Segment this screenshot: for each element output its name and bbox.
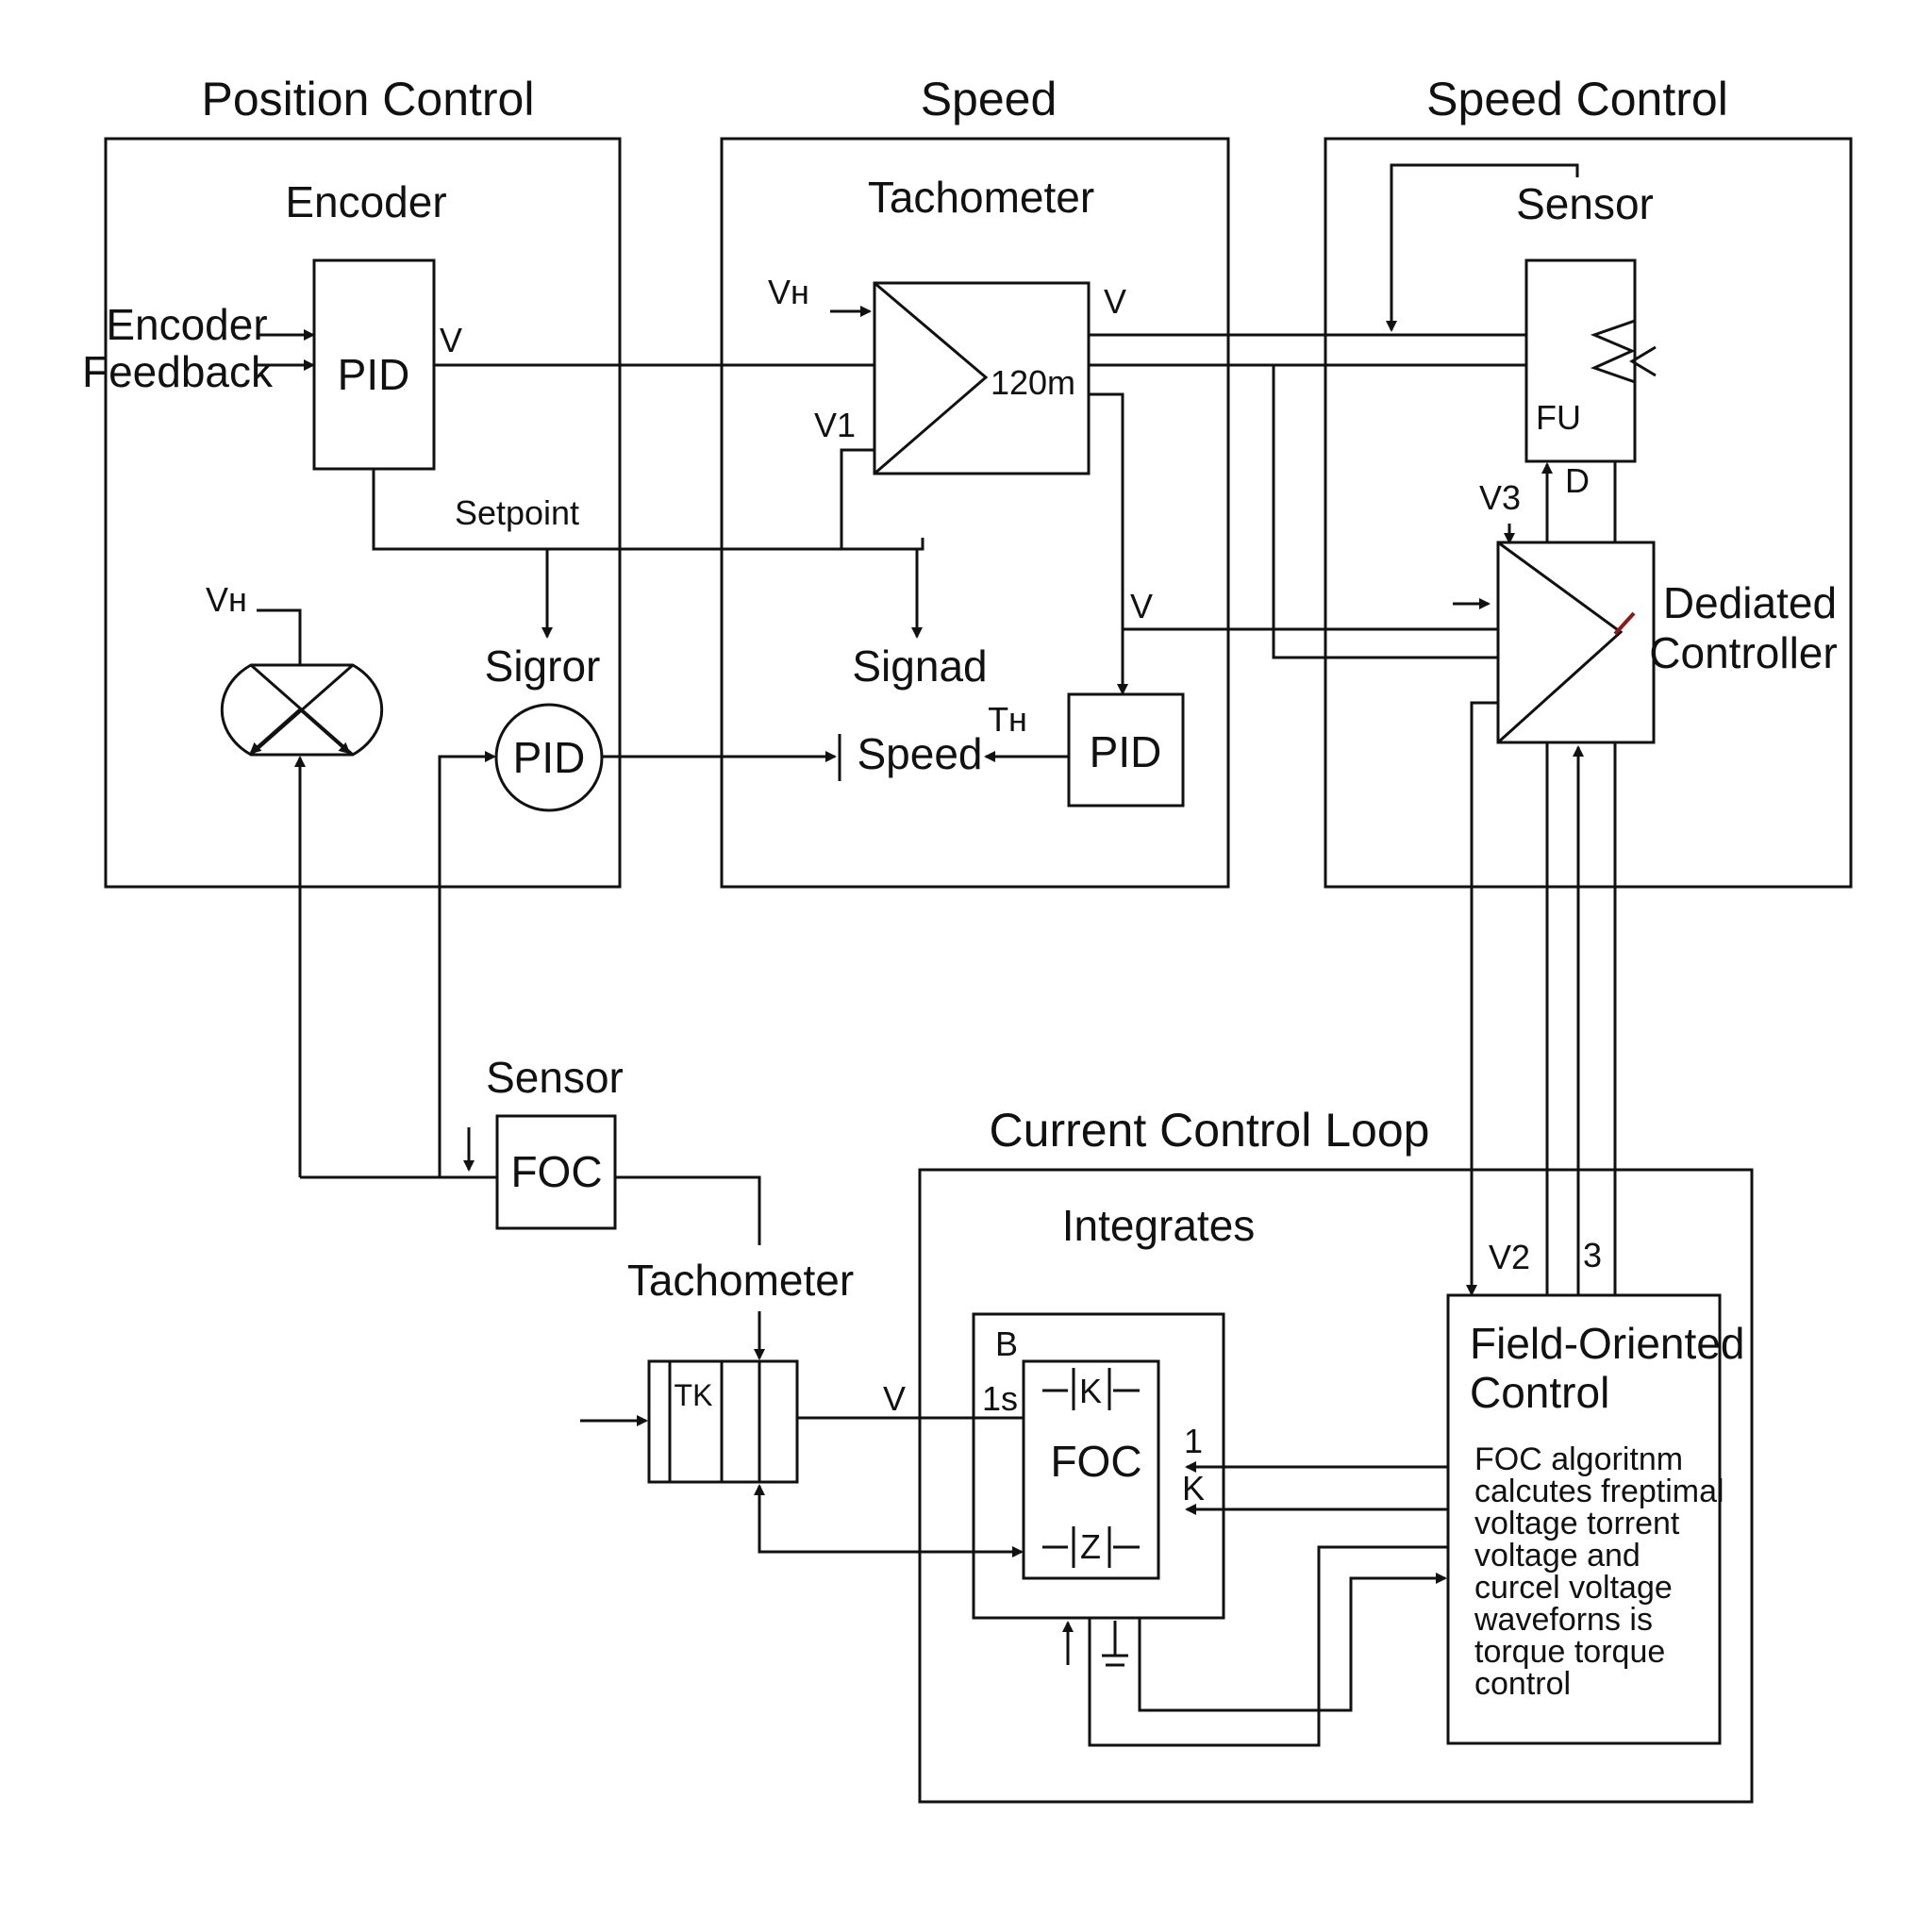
dedicated-controller-block bbox=[1496, 541, 1656, 744]
sensor-loop-wire bbox=[1386, 163, 1579, 332]
sigror-label: Sigror bbox=[485, 641, 601, 691]
inner-foc-block bbox=[1022, 1359, 1160, 1580]
main-bus-wire bbox=[1272, 365, 1498, 659]
amplifier-label: 120m bbox=[991, 363, 1075, 402]
v2-label: V2 bbox=[1489, 1238, 1530, 1276]
amplifier-block bbox=[873, 281, 1091, 475]
field-oriented-control-block bbox=[1446, 1293, 1722, 1745]
integrator-loop-wire-2 bbox=[1138, 1573, 1447, 1712]
speed-pid-label: PID bbox=[1090, 727, 1162, 776]
foc-desc-3: voltage torrent bbox=[1474, 1506, 1680, 1541]
tk-v-label: V bbox=[883, 1379, 906, 1418]
pid-circle-label: PID bbox=[513, 733, 586, 782]
inner-foc-top-symbol: K bbox=[1079, 1372, 1102, 1410]
encoder-feedback-label-1: Encoder bbox=[106, 300, 267, 349]
foc-desc-2: calcutes freptimal bbox=[1474, 1474, 1724, 1509]
amplifier-v-label: V bbox=[1104, 282, 1126, 321]
dedicated-label-1: Dediated bbox=[1663, 578, 1837, 627]
speed-v1-label: V1 bbox=[814, 406, 856, 444]
amplifier-triangle bbox=[874, 281, 989, 475]
foc-desc-4: voltage and bbox=[1474, 1538, 1641, 1574]
mixer-arrow-right bbox=[299, 708, 351, 755]
position-control-title: Position Control bbox=[202, 73, 535, 125]
speed-title: Speed bbox=[921, 73, 1058, 125]
current-control-loop-title: Current Control Loop bbox=[990, 1104, 1430, 1157]
fu-resistor-arrow bbox=[1629, 345, 1657, 377]
pid-circle-input-wire bbox=[438, 751, 496, 1177]
encoder-feedback-label-2: Feedback bbox=[82, 347, 274, 396]
k-label: K bbox=[1182, 1469, 1205, 1507]
encoder-label: Encoder bbox=[285, 177, 446, 226]
inner-foc-label: FOC bbox=[1050, 1437, 1141, 1486]
speed-control-frame bbox=[1324, 137, 1853, 889]
foc-desc-7: torque torque bbox=[1474, 1634, 1665, 1670]
vh-label: Vн bbox=[206, 580, 247, 619]
setpoint-wire bbox=[372, 469, 924, 551]
position-control-frame bbox=[104, 137, 622, 889]
amplifier-down-v-label: V bbox=[1130, 587, 1153, 625]
inner-foc-z-label: Z bbox=[1080, 1527, 1101, 1566]
dedicated-controller-red-mark bbox=[1613, 611, 1636, 636]
speed-label: Speed bbox=[857, 729, 982, 778]
amplifier-down-wire bbox=[1089, 392, 1128, 695]
lower-foc-block bbox=[495, 1114, 617, 1230]
integrates-label: Integrates bbox=[1062, 1201, 1256, 1250]
dedicated-controller-triangle bbox=[1496, 541, 1624, 744]
foc-desc-1: FOC algoritnm bbox=[1474, 1441, 1683, 1477]
v1-wire bbox=[840, 448, 874, 549]
one-s-label: 1s bbox=[982, 1379, 1018, 1418]
position-pid-v-label: V bbox=[440, 321, 462, 359]
tk-feedback-wire bbox=[758, 1486, 1024, 1557]
speed-control-sensor-label: Sensor bbox=[1516, 179, 1654, 228]
lower-foc-label: FOC bbox=[510, 1147, 602, 1196]
integrator-loop-wire-1 bbox=[1088, 1545, 1448, 1747]
signad-label: Signad bbox=[852, 641, 987, 691]
fu-label: FU bbox=[1536, 398, 1581, 437]
one-label: 1 bbox=[1184, 1422, 1203, 1460]
mixer-arrow-left bbox=[249, 708, 301, 755]
vh-wire bbox=[257, 608, 302, 665]
lower-sensor-label: Sensor bbox=[486, 1053, 624, 1102]
v3-label: V3 bbox=[1479, 478, 1521, 517]
foc-title-1: Field-Oriented bbox=[1470, 1319, 1744, 1368]
speed-frame bbox=[720, 137, 1230, 889]
lower-foc-output-wire bbox=[615, 1175, 761, 1245]
foc-desc-5: curcel voltage bbox=[1474, 1570, 1673, 1606]
speed-pid-block bbox=[1067, 692, 1185, 808]
speed-control-title: Speed Control bbox=[1426, 73, 1728, 125]
lower-tachometer-label: Tachometer bbox=[627, 1256, 854, 1305]
controller-to-foc-wire-v2 bbox=[1466, 701, 1498, 1296]
tk-label: TK bbox=[675, 1378, 713, 1412]
b-label: B bbox=[995, 1324, 1018, 1363]
d-label: D bbox=[1565, 461, 1590, 500]
current-control-loop-frame bbox=[918, 1168, 1754, 1804]
foc-desc-6: waveforns is bbox=[1474, 1602, 1653, 1638]
foc-title-2: Control bbox=[1470, 1368, 1609, 1417]
tachometer-label: Tachometer bbox=[868, 173, 1094, 222]
th-label: Tн bbox=[988, 700, 1027, 739]
speed-vh-label: Vн bbox=[768, 273, 809, 311]
position-pid-label: PID bbox=[338, 350, 410, 399]
fu-resistor-zigzag bbox=[1590, 278, 1637, 461]
dedicated-label-2: Controller bbox=[1649, 628, 1837, 677]
foc-desc-8: control bbox=[1474, 1666, 1571, 1702]
setpoint-label: Setpoint bbox=[455, 493, 579, 532]
three-label: 3 bbox=[1583, 1236, 1602, 1274]
